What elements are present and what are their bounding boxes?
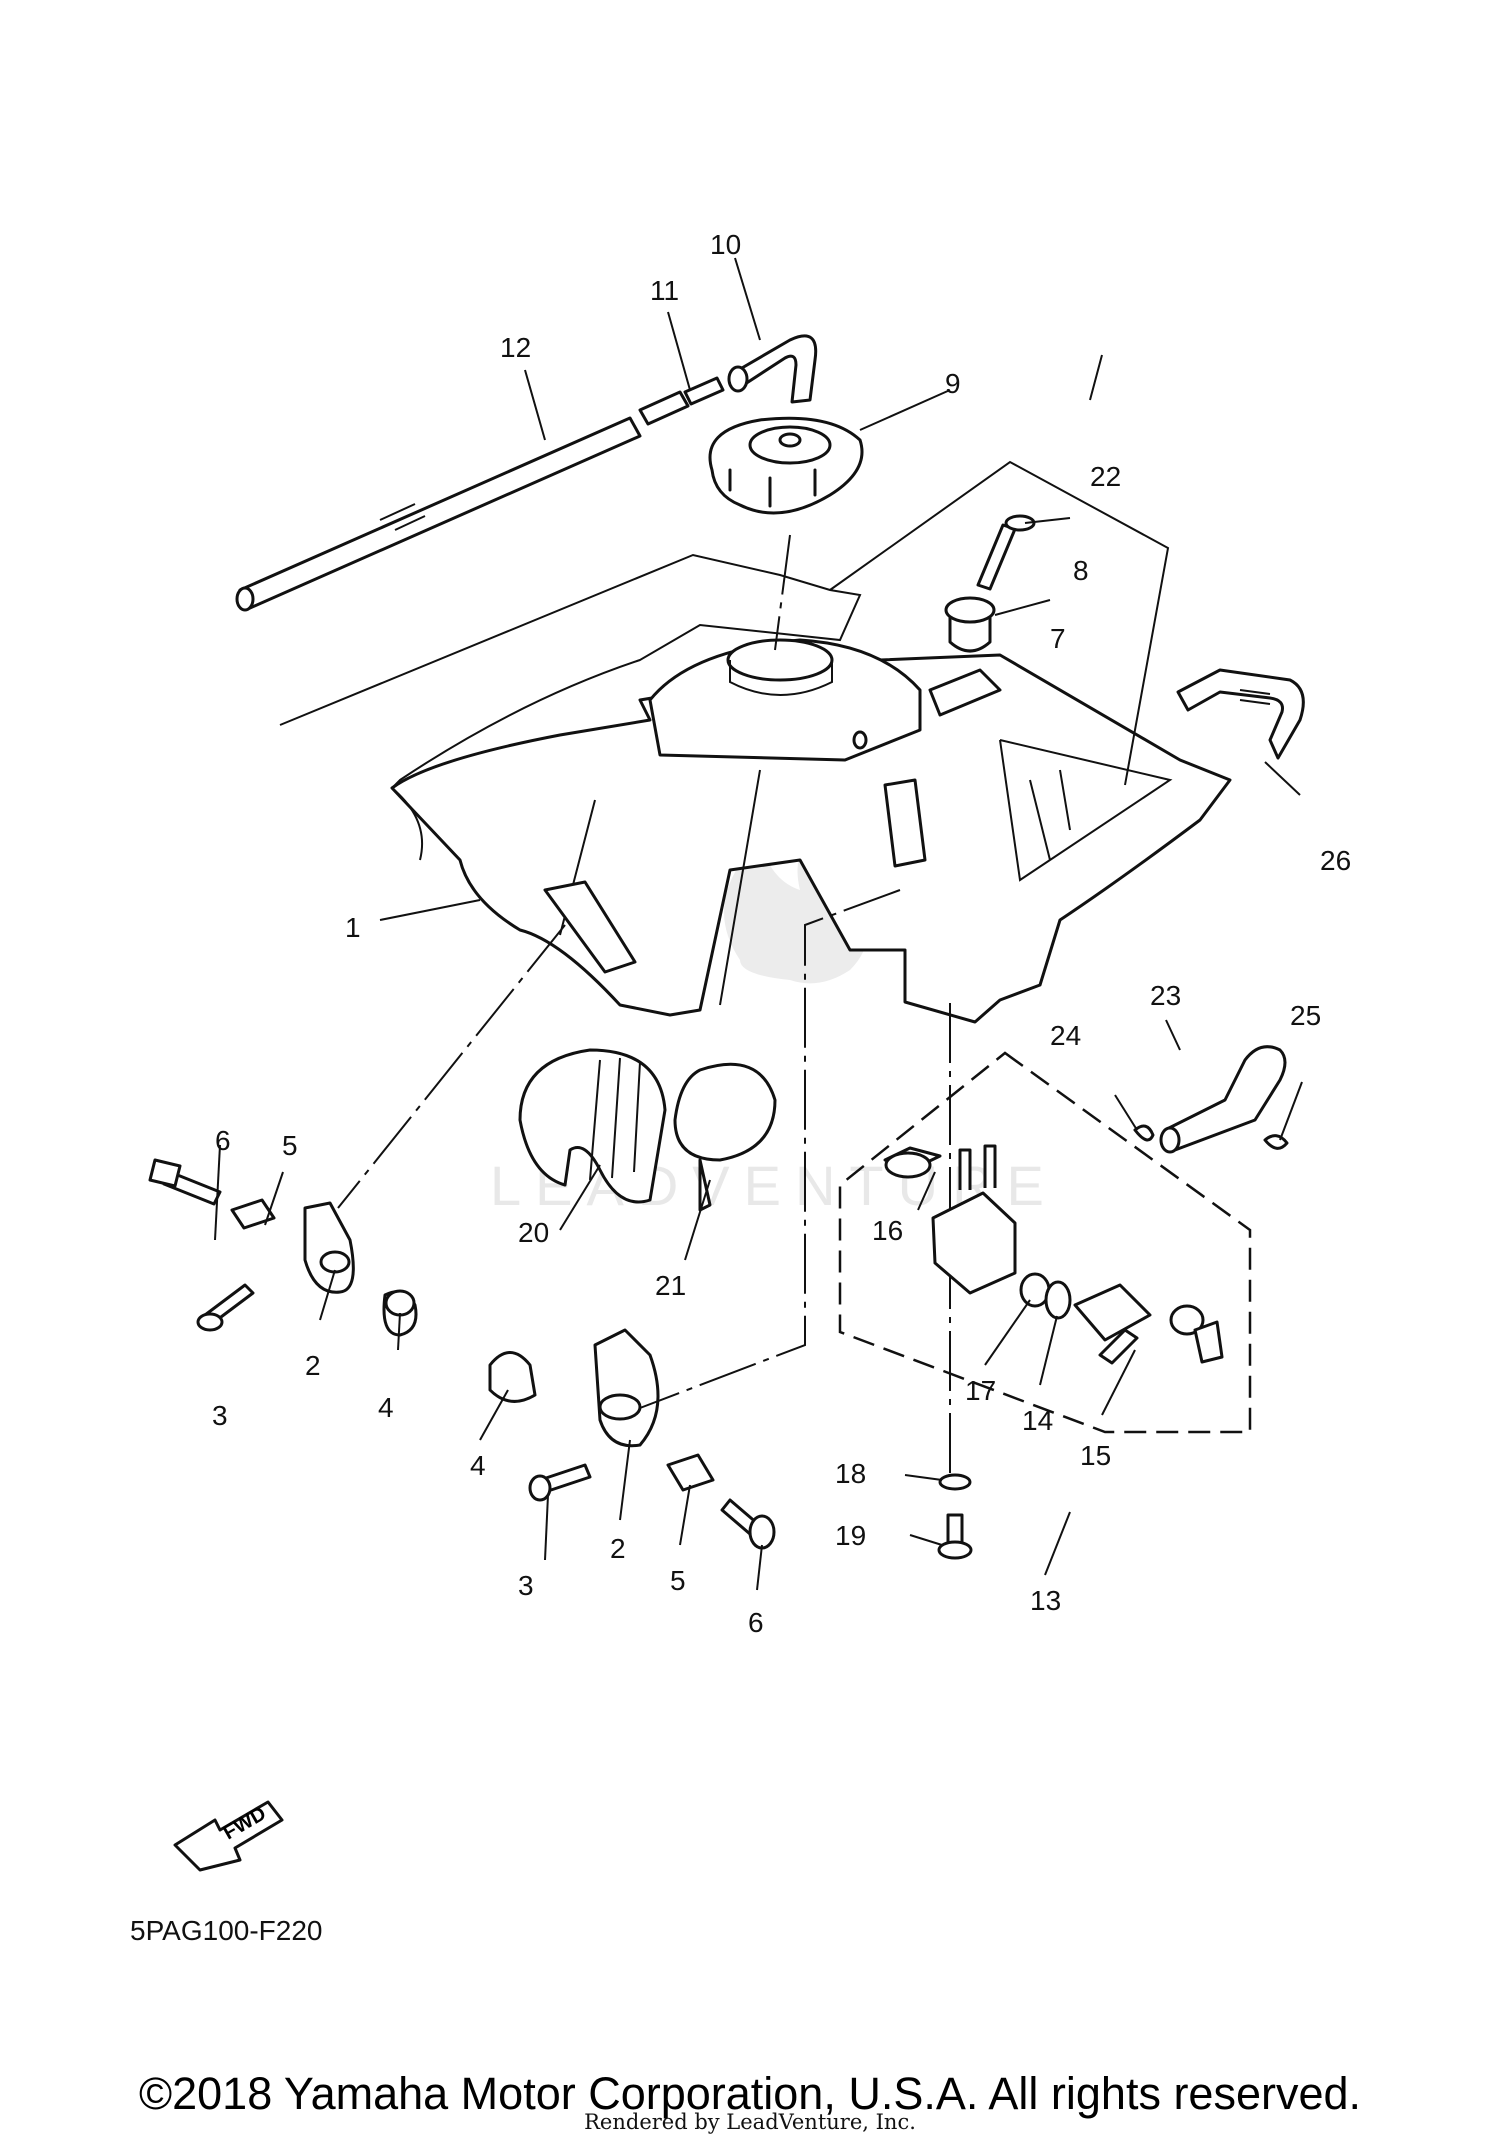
callout-7: 7 bbox=[1050, 623, 1066, 654]
callout-23: 23 bbox=[1150, 980, 1181, 1011]
shroud-outline bbox=[279, 553, 862, 861]
copyright-notice: ©2018 Yamaha Motor Corporation, U.S.A. A… bbox=[138, 2068, 1362, 2119]
callout-10: 10 bbox=[710, 229, 741, 260]
callout-26: 26 bbox=[1320, 845, 1351, 876]
callout-19: 19 bbox=[835, 1520, 866, 1551]
breather-pipe-12 bbox=[235, 416, 642, 612]
band-21 bbox=[673, 1062, 777, 1212]
fwd-arrow-icon: FWD bbox=[173, 1800, 284, 1872]
decal-22-bracket bbox=[829, 460, 1170, 786]
callout-17: 17 bbox=[965, 1375, 996, 1406]
callout-2-left: 2 bbox=[305, 1350, 321, 1381]
watermark-text: LEADVENTURE bbox=[490, 1154, 1058, 1217]
collar-7 bbox=[944, 596, 996, 653]
callout-6-left: 6 bbox=[215, 1125, 231, 1156]
clip-25 bbox=[1263, 1134, 1289, 1150]
callout-5-right: 5 bbox=[670, 1565, 686, 1596]
callout-24: 24 bbox=[1050, 1020, 1081, 1051]
callout-21: 21 bbox=[655, 1270, 686, 1301]
callout-5-left: 5 bbox=[282, 1130, 298, 1161]
callout-8: 8 bbox=[1073, 555, 1089, 586]
callout-12: 12 bbox=[500, 332, 531, 363]
callout-4-left: 4 bbox=[378, 1392, 394, 1423]
callout-11: 11 bbox=[650, 275, 679, 306]
bracket-assembly-left bbox=[148, 1158, 418, 1337]
bolt-8 bbox=[976, 514, 1036, 591]
callout-16: 16 bbox=[872, 1215, 903, 1246]
callout-1: 1 bbox=[345, 912, 361, 943]
fuel-tank-1 bbox=[390, 638, 1232, 1024]
drawing-code: 5PAG100-F220 bbox=[130, 1915, 323, 1946]
callout-25: 25 bbox=[1290, 1000, 1321, 1031]
callout-18: 18 bbox=[835, 1458, 866, 1489]
fuel-cock-box-13 bbox=[838, 1051, 1252, 1434]
fuel-cock-parts bbox=[883, 1144, 1224, 1560]
guide-line-right bbox=[639, 889, 901, 1409]
fuel-hose-23 bbox=[1159, 1045, 1287, 1154]
grommet-20 bbox=[518, 1048, 667, 1204]
callout-20: 20 bbox=[518, 1217, 549, 1248]
callout-2-right: 2 bbox=[610, 1533, 626, 1564]
callout-13: 13 bbox=[1030, 1585, 1061, 1616]
callout-22: 22 bbox=[1090, 461, 1121, 492]
leader-lines bbox=[214, 257, 1303, 1591]
callout-15: 15 bbox=[1080, 1440, 1111, 1471]
check-valve-11 bbox=[638, 376, 725, 426]
callout-9: 9 bbox=[945, 368, 961, 399]
rendered-by-notice: Rendered by LeadVenture, Inc. bbox=[584, 2110, 916, 2134]
clip-24 bbox=[1133, 1124, 1155, 1142]
callout-labels: 10 11 12 9 22 8 7 26 1 23 24 25 6 5 20 1… bbox=[212, 229, 1351, 1638]
callout-14: 14 bbox=[1022, 1405, 1053, 1436]
guide-line-cap bbox=[774, 534, 791, 651]
callout-6-right: 6 bbox=[748, 1607, 764, 1638]
callout-4-right: 4 bbox=[470, 1450, 486, 1481]
callout-3-left: 3 bbox=[212, 1400, 228, 1431]
hose-10 bbox=[727, 334, 818, 404]
bracket-assembly-right bbox=[488, 1328, 776, 1550]
fuel-cap-9 bbox=[708, 416, 864, 515]
guide-line-left bbox=[337, 924, 566, 1209]
bracket-26 bbox=[1176, 668, 1305, 760]
callout-3-right: 3 bbox=[518, 1570, 534, 1601]
